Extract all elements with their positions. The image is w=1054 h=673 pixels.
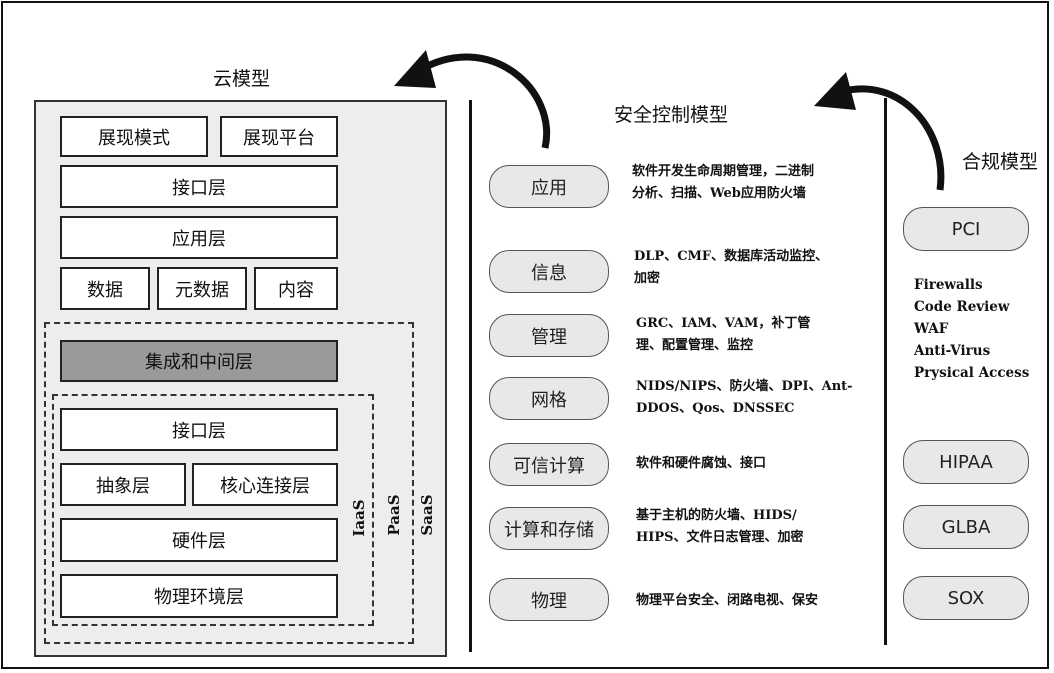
separator-line-right — [884, 98, 887, 645]
security-desc-trusted-computing: 软件和硬件腐蚀、接口 — [636, 456, 767, 471]
application-layer-box: 应用层 — [60, 216, 338, 259]
security-pill-physical: 物理 — [489, 578, 609, 621]
core-connection-layer-box: 核心连接层 — [192, 463, 338, 506]
security-pill-compute-storage: 计算和存储 — [489, 507, 609, 550]
arrow-security-to-cloud — [418, 53, 551, 149]
security-desc-management: GRC、IAM、VAM，补丁管理、配置管理、监控 — [636, 316, 811, 353]
hardware-layer-box: 硬件层 — [60, 518, 338, 562]
presentation-mode-box: 展现模式 — [60, 116, 208, 157]
security-pill-network: 网格 — [489, 377, 609, 420]
interface-layer-top-box: 接口层 — [60, 165, 338, 208]
integration-middleware-box: 集成和中间层 — [60, 340, 338, 382]
security-desc-compute-storage: 基于主机的防火墙、HIDS/HIPS、文件日志管理、加密 — [636, 508, 804, 545]
pci-item: Code Review — [914, 299, 1010, 315]
security-pill-trusted-computing: 可信计算 — [489, 443, 609, 486]
interface-layer-bottom-box: 接口层 — [60, 408, 338, 451]
arrow-compliance-to-security — [839, 85, 945, 191]
security-desc-network: NIDS/NIPS、防火墙、DPI、Ant-DDOS、Qos、DNSSEC — [636, 379, 853, 416]
physical-environment-layer-box: 物理环境层 — [60, 574, 338, 618]
security-desc-physical: 物理平台安全、闭路电视、保安 — [636, 593, 819, 608]
saas-boundary — [44, 322, 414, 644]
pci-item: WAF — [914, 321, 949, 337]
cloud-model-title: 云模型 — [213, 68, 271, 90]
data-box: 数据 — [60, 267, 150, 310]
pci-requirements-list: Firewalls Code Review WAF Anti-Virus Pry… — [914, 274, 1029, 384]
compliance-pill-sox: SOX — [903, 576, 1029, 620]
security-pill-application: 应用 — [489, 165, 609, 208]
abstraction-layer-box: 抽象层 — [60, 463, 186, 506]
iaas-boundary — [52, 394, 374, 626]
security-desc-application: 软件开发生命周期管理，二进制分析、扫描、Web应用防火墙 — [632, 164, 815, 201]
security-desc-information: DLP、CMF、数据库活动监控、加密 — [634, 249, 829, 286]
presentation-platform-box: 展现平台 — [220, 116, 338, 157]
pci-item: Firewalls — [914, 277, 983, 293]
security-model-title: 安全控制模型 — [614, 104, 729, 126]
compliance-model-title: 合规模型 — [962, 151, 1039, 173]
compliance-pill-hipaa: HIPAA — [903, 440, 1029, 484]
compliance-pill-glba: GLBA — [903, 505, 1029, 549]
iaas-label: IaaS — [350, 499, 368, 537]
separator-line-left — [469, 100, 472, 652]
pci-item: Prysical Access — [914, 365, 1030, 381]
content-box: 内容 — [254, 267, 338, 310]
security-pill-management: 管理 — [489, 314, 609, 357]
arrowhead-security — [814, 72, 856, 110]
paas-label: PaaS — [385, 494, 403, 536]
saas-label: SaaS — [418, 494, 436, 536]
compliance-pill-pci: PCI — [903, 207, 1029, 251]
security-pill-information: 信息 — [489, 250, 609, 293]
pci-item: Anti-Virus — [914, 343, 991, 359]
metadata-box: 元数据 — [157, 267, 247, 310]
arrowhead-cloud — [394, 50, 436, 88]
